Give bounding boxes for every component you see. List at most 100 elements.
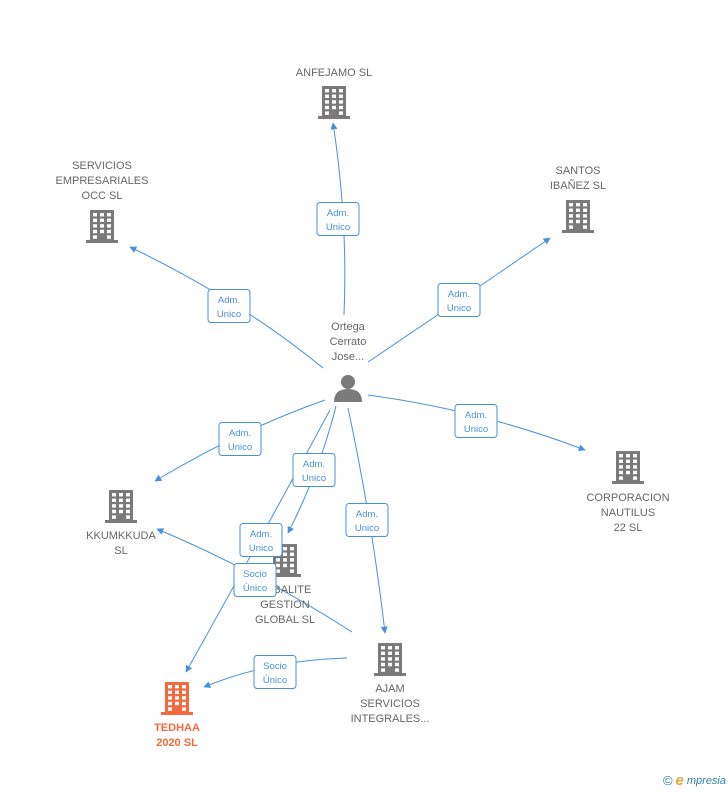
building-window xyxy=(325,111,329,115)
building-icon[interactable] xyxy=(318,86,350,119)
building-window xyxy=(119,504,123,508)
node-person[interactable]: OrtegaCerratoJose... xyxy=(330,321,367,402)
edge-label-person-to-tedhaa[interactable]: Adm.Unico xyxy=(239,523,283,557)
building-window xyxy=(168,696,172,700)
edge-label-person-to-anfejamo[interactable]: Adm.Unico xyxy=(316,202,360,236)
edge-label-person-to-servicios[interactable]: Adm.Unico xyxy=(207,289,251,323)
building-window xyxy=(126,515,130,519)
building-window xyxy=(569,203,573,207)
building-window xyxy=(168,685,172,689)
building-window xyxy=(100,218,104,222)
building-window xyxy=(633,470,637,475)
edge-label-text: Unico xyxy=(249,543,273,554)
building-window xyxy=(332,94,336,98)
building-icon[interactable] xyxy=(105,490,137,523)
building-window xyxy=(569,208,573,212)
edge-label-box[interactable] xyxy=(454,404,498,438)
building-window xyxy=(182,707,186,711)
edge-label-box[interactable] xyxy=(292,453,336,487)
edge-label-box[interactable] xyxy=(253,655,297,689)
building-door xyxy=(575,225,581,232)
edge-labels-layer: Adm.UnicoAdm.UnicoAdm.UnicoAdm.UnicoAdm.… xyxy=(207,202,498,689)
edge-label-person-to-santos[interactable]: Adm.Unico xyxy=(437,283,481,317)
edge-label-box[interactable] xyxy=(239,523,283,557)
building-door xyxy=(331,111,337,118)
edge-label-text: Unico xyxy=(447,303,471,314)
building-window xyxy=(583,214,587,218)
building-window xyxy=(332,89,336,93)
person-head xyxy=(341,375,355,389)
building-window xyxy=(633,465,637,469)
building-window xyxy=(583,203,587,207)
node-label-tedhaa: 2020 SL xyxy=(156,737,198,749)
building-window xyxy=(325,100,329,104)
building-window xyxy=(325,94,329,98)
node-ajam[interactable]: AJAMSERVICIOSINTEGRALES... xyxy=(351,643,430,725)
node-label-santos: IBAÑEZ SL xyxy=(550,179,606,192)
building-icon[interactable] xyxy=(86,210,118,243)
building-window xyxy=(182,690,186,694)
edge-label-text: Socio xyxy=(263,661,287,672)
building-icon[interactable] xyxy=(374,643,406,676)
building-window xyxy=(107,235,111,239)
node-label-corporacion: 22 SL xyxy=(614,522,643,534)
edge-label-box[interactable] xyxy=(437,283,481,317)
building-window xyxy=(569,225,573,229)
edge-label-text: Unico xyxy=(464,424,488,435)
edge-label-box[interactable] xyxy=(218,422,262,456)
edge-label-box[interactable] xyxy=(233,563,277,597)
building-door xyxy=(625,476,631,483)
building-window xyxy=(576,214,580,218)
building-window xyxy=(626,470,630,475)
edge-label-box[interactable] xyxy=(316,202,360,236)
building-window xyxy=(182,696,186,700)
edge-label-text: Adm. xyxy=(356,509,378,520)
edge-label-person-to-kkumkkuda[interactable]: Adm.Unico xyxy=(218,422,262,456)
building-window xyxy=(100,224,104,228)
building-window xyxy=(626,459,630,463)
building-window xyxy=(395,657,399,661)
building-window xyxy=(388,646,392,650)
building-window xyxy=(100,229,104,234)
node-label-ajam: INTEGRALES... xyxy=(351,713,430,725)
building-window xyxy=(290,552,294,556)
edge-label-box[interactable] xyxy=(345,503,389,537)
building-window xyxy=(93,218,97,222)
copyright-symbol: © xyxy=(662,773,673,788)
building-icon[interactable] xyxy=(562,200,594,233)
building-window xyxy=(381,662,385,667)
node-label-pebalite: GLOBAL SL xyxy=(255,614,315,626)
node-label-person: Ortega xyxy=(331,321,366,333)
edge-label-person-to-corporacion[interactable]: Adm.Unico xyxy=(454,404,498,438)
building-window xyxy=(107,224,111,228)
building-window xyxy=(93,229,97,234)
building-window xyxy=(112,509,116,514)
person-icon[interactable] xyxy=(334,375,362,402)
building-window xyxy=(633,459,637,463)
building-icon[interactable] xyxy=(612,451,644,484)
node-label-anfejamo: ANFEJAMO SL xyxy=(296,67,372,79)
building-door xyxy=(387,668,393,675)
node-anfejamo[interactable]: ANFEJAMO SL xyxy=(296,67,372,119)
edge-label-box[interactable] xyxy=(207,289,251,323)
building-window xyxy=(126,493,130,497)
building-door xyxy=(118,515,124,522)
building-window xyxy=(182,685,186,689)
edge-label-text: Socio xyxy=(243,569,267,580)
building-window xyxy=(576,219,580,224)
building-window xyxy=(388,657,392,661)
edge-label-person-to-pebalite[interactable]: Adm.Unico xyxy=(292,453,336,487)
edge-label-person-to-ajam[interactable]: Adm.Unico xyxy=(345,503,389,537)
building-window xyxy=(112,498,116,502)
building-icon[interactable] xyxy=(161,682,193,715)
